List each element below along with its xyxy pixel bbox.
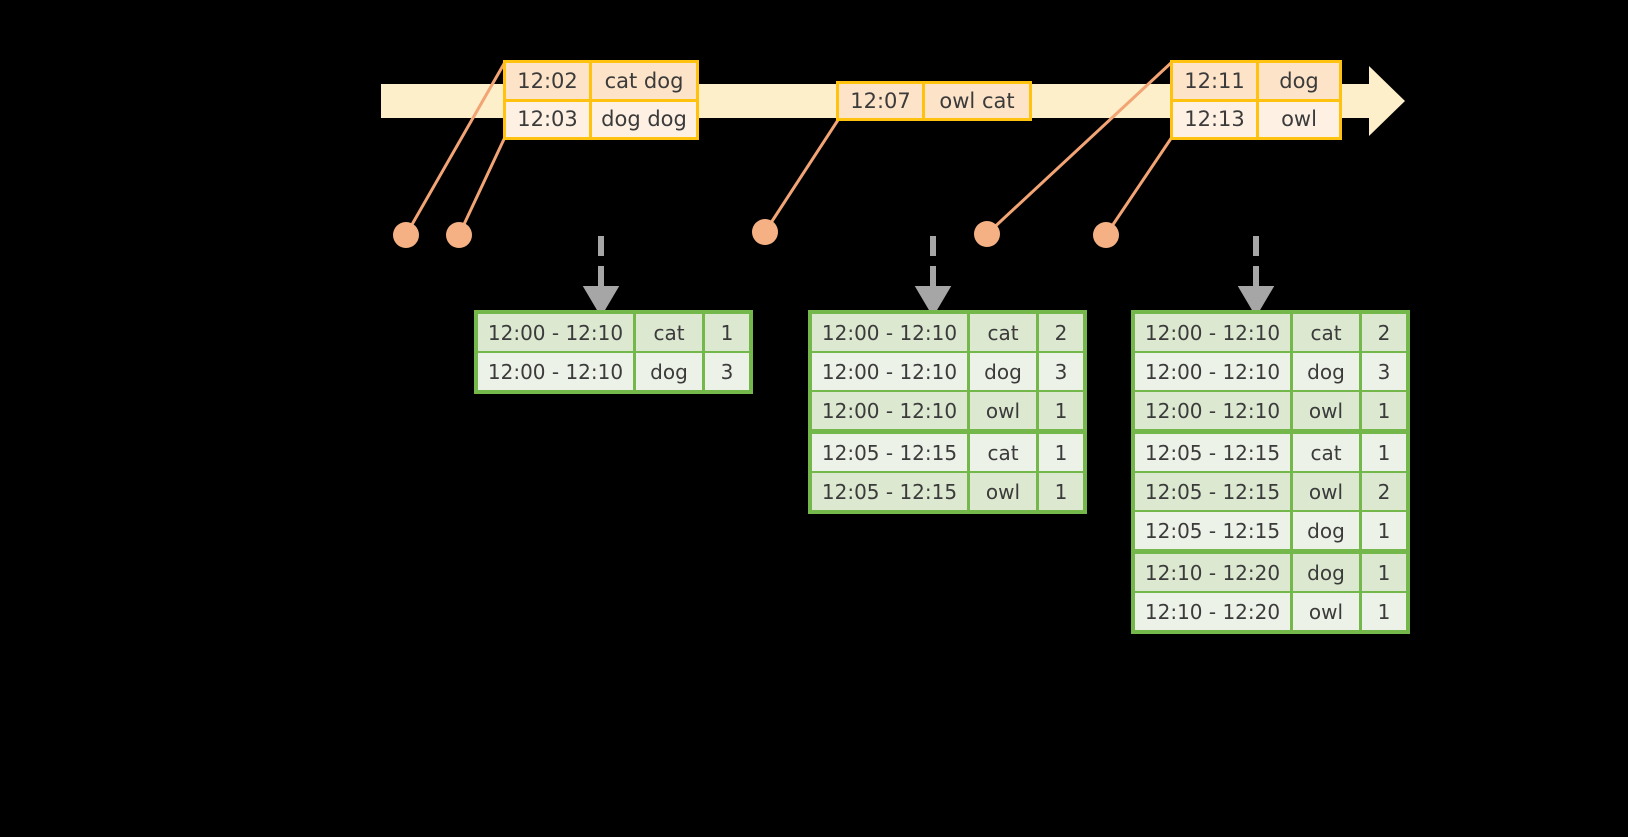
event-dot-1 xyxy=(393,222,419,248)
connector-line-3 xyxy=(763,118,840,234)
event-time: 12:03 xyxy=(506,101,592,137)
window-cell: 12:05 - 12:15 xyxy=(1135,434,1290,471)
word-cell: owl xyxy=(1293,593,1359,630)
window-cell: 12:05 - 12:15 xyxy=(812,473,967,510)
window-cell: 12:00 - 12:10 xyxy=(1135,392,1290,429)
result-arrows xyxy=(582,236,1275,317)
event-row[interactable]: 12:11 dog xyxy=(1173,63,1339,99)
word-cell: cat xyxy=(970,314,1036,351)
result-arrow-1 xyxy=(582,236,620,317)
window-cell: 12:00 - 12:10 xyxy=(1135,314,1290,351)
count-cell: 3 xyxy=(1039,353,1083,390)
count-cell: 1 xyxy=(705,314,749,351)
event-dot-2 xyxy=(446,222,472,248)
event-dot-5 xyxy=(1093,222,1119,248)
window-cell: 12:00 - 12:10 xyxy=(812,314,967,351)
word-cell: owl xyxy=(970,392,1036,429)
count-cell: 1 xyxy=(1362,512,1406,549)
event-words: owl cat xyxy=(925,84,1029,118)
word-cell: dog xyxy=(1293,554,1359,591)
count-cell: 2 xyxy=(1039,314,1083,351)
count-cell: 1 xyxy=(1039,434,1083,471)
window-cell: 12:00 - 12:10 xyxy=(812,353,967,390)
count-cell: 1 xyxy=(1039,473,1083,510)
event-time: 12:07 xyxy=(839,84,925,118)
event-words: dog xyxy=(1259,63,1339,99)
event-dot-3 xyxy=(752,219,778,245)
word-cell: dog xyxy=(1293,353,1359,390)
count-cell: 1 xyxy=(1362,593,1406,630)
word-cell: owl xyxy=(970,473,1036,510)
window-cell: 12:10 - 12:20 xyxy=(1135,593,1290,630)
connector-line-5 xyxy=(1104,135,1174,237)
count-cell: 1 xyxy=(1362,392,1406,429)
count-cell: 3 xyxy=(705,353,749,390)
event-words: dog dog xyxy=(592,101,696,137)
window-cell: 12:10 - 12:20 xyxy=(1135,554,1290,591)
event-box-2[interactable]: 12:07 owl cat xyxy=(836,81,1032,121)
event-words: owl xyxy=(1259,101,1339,137)
event-box-1[interactable]: 12:02 cat dog 12:03 dog dog xyxy=(503,60,699,140)
word-cell: dog xyxy=(636,353,702,390)
event-time: 12:11 xyxy=(1173,63,1259,99)
count-cell: 1 xyxy=(1039,392,1083,429)
word-cell: cat xyxy=(1293,314,1359,351)
word-cell: owl xyxy=(1293,473,1359,510)
connector-line-2 xyxy=(457,135,507,237)
window-cell: 12:00 - 12:10 xyxy=(478,314,633,351)
window-cell: 12:05 - 12:15 xyxy=(812,434,967,471)
window-cell: 12:05 - 12:15 xyxy=(1135,473,1290,510)
count-cell: 1 xyxy=(1362,554,1406,591)
event-row[interactable]: 12:13 owl xyxy=(1173,98,1339,137)
event-row[interactable]: 12:03 dog dog xyxy=(506,98,696,137)
window-cell: 12:00 - 12:10 xyxy=(478,353,633,390)
word-cell: owl xyxy=(1293,392,1359,429)
count-cell: 2 xyxy=(1362,473,1406,510)
window-cell: 12:05 - 12:15 xyxy=(1135,512,1290,549)
word-cell: cat xyxy=(970,434,1036,471)
event-words: cat dog xyxy=(592,63,696,99)
event-box-3[interactable]: 12:11 dog 12:13 owl xyxy=(1170,60,1342,140)
count-cell: 3 xyxy=(1362,353,1406,390)
count-cell: 2 xyxy=(1362,314,1406,351)
event-time: 12:02 xyxy=(506,63,592,99)
event-dot-4 xyxy=(974,221,1000,247)
word-cell: cat xyxy=(636,314,702,351)
connector-line-1 xyxy=(404,60,507,237)
result-arrow-2 xyxy=(914,236,952,317)
event-time: 12:13 xyxy=(1173,101,1259,137)
window-cell: 12:00 - 12:10 xyxy=(812,392,967,429)
word-cell: cat xyxy=(1293,434,1359,471)
count-cell: 1 xyxy=(1362,434,1406,471)
window-cell: 12:00 - 12:10 xyxy=(1135,353,1290,390)
word-cell: dog xyxy=(1293,512,1359,549)
result-arrow-3 xyxy=(1237,236,1275,317)
event-row[interactable]: 12:02 cat dog xyxy=(506,63,696,99)
event-row[interactable]: 12:07 owl cat xyxy=(839,84,1029,118)
word-cell: dog xyxy=(970,353,1036,390)
event-dots xyxy=(393,219,1119,248)
